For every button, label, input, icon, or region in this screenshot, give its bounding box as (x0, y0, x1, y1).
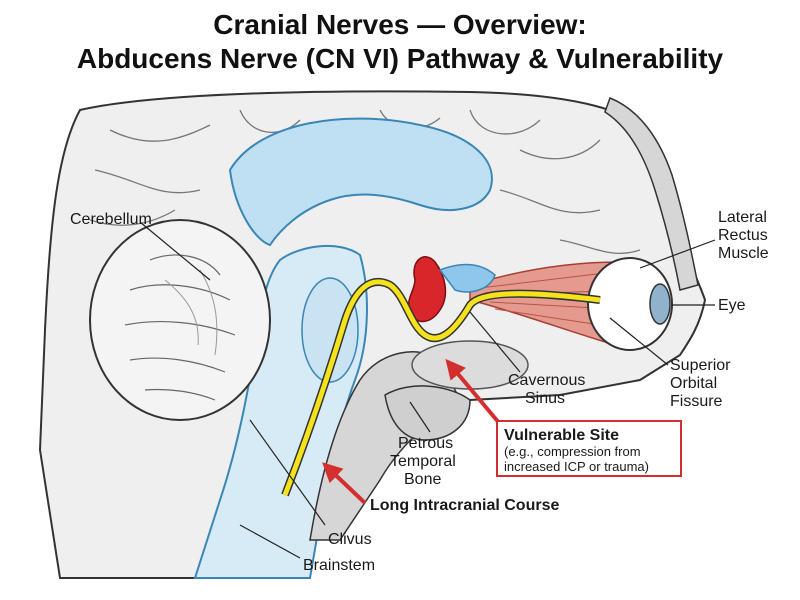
vulnerable-site-arrow (445, 358, 507, 432)
label-lateral-rectus-1: Lateral (718, 209, 767, 226)
label-clivus: Clivus (328, 531, 372, 548)
cerebellum-body (89, 219, 271, 421)
petrous-bone (384, 385, 471, 441)
long-course-arrow (322, 462, 367, 505)
label-petrous-1: Petrous (398, 435, 453, 452)
vulnerable-site-heading: Vulnerable Site (504, 427, 619, 444)
label-eye: Eye (718, 297, 746, 314)
eyeball (587, 257, 673, 351)
page-title: Cranial Nerves — Overview: Abducens Nerv… (0, 8, 800, 76)
vulnerable-site-box (496, 420, 682, 477)
leader-lines (139, 221, 716, 559)
label-lateral-rectus-2: Rectus (718, 227, 768, 244)
frontal-bone (604, 97, 699, 291)
label-cerebellum: Cerebellum (70, 211, 152, 228)
abducens-nerve-core (282, 279, 601, 496)
sinus-blue (438, 263, 496, 293)
label-petrous-2: Temporal (390, 453, 456, 470)
vulnerable-site-detail-2: increased ICP or trauma) (504, 459, 649, 474)
label-superior-orbital-2: Orbital (670, 375, 717, 392)
vulnerable-site-detail-1: (e.g., compression from (504, 444, 641, 459)
lateral-ventricle (228, 117, 493, 247)
label-long-course: Long Intracranial Course (370, 497, 559, 514)
label-superior-orbital-3: Fissure (670, 393, 723, 410)
label-superior-orbital-1: Superior (670, 357, 731, 374)
label-cavernous-2: Sinus (525, 390, 565, 407)
label-brainstem: Brainstem (303, 557, 375, 574)
label-cavernous-1: Cavernous (508, 372, 585, 389)
internal-carotid-artery (407, 256, 447, 323)
pons (301, 277, 359, 383)
label-lateral-rectus-3: Muscle (718, 245, 769, 262)
label-petrous-3: Bone (404, 471, 441, 488)
title-line-1: Cranial Nerves — Overview: (213, 9, 587, 40)
title-line-2: Abducens Nerve (CN VI) Pathway & Vulnera… (76, 43, 724, 74)
